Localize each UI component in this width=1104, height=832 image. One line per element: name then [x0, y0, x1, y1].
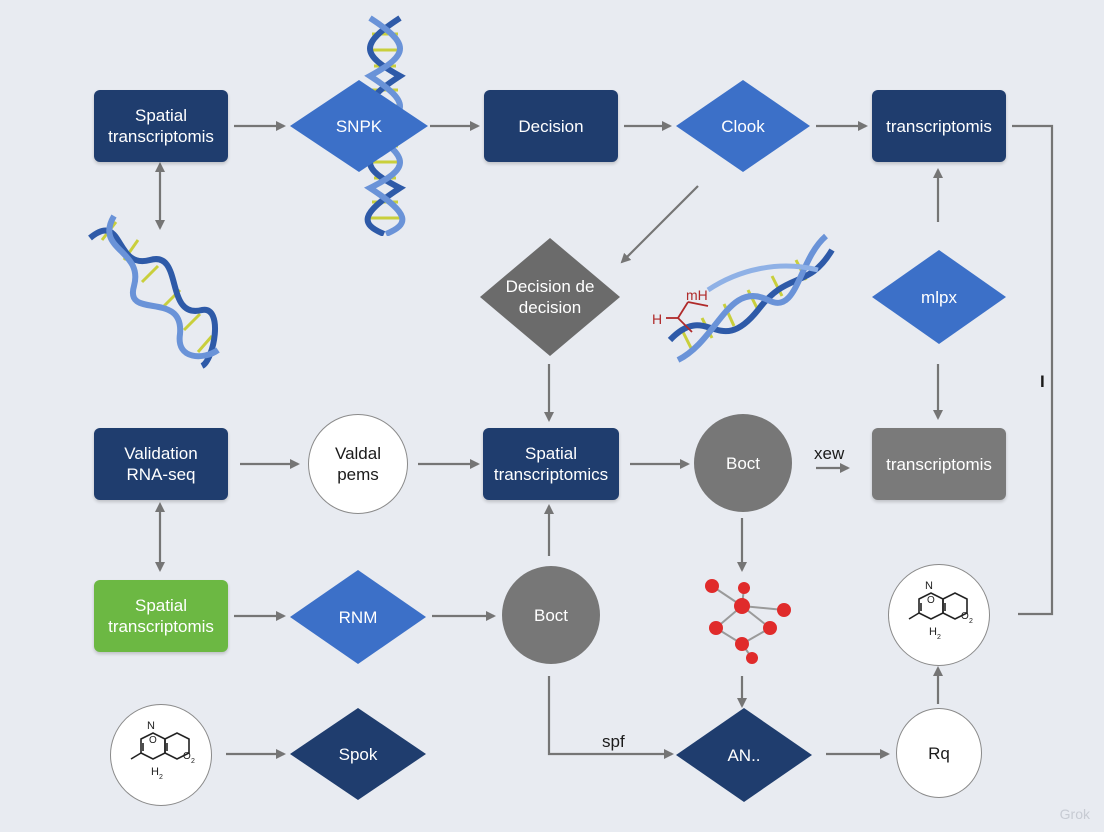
- node-label: Spatial transcriptomis: [108, 596, 214, 636]
- chemical-structure-node[interactable]: N O O 2 H 2: [110, 704, 212, 806]
- chemical-structure-icon: N O O 2 H 2: [908, 580, 973, 641]
- edge-n5-loop: [1012, 124, 1054, 616]
- chem-sub-label: 2: [969, 618, 973, 625]
- edge-label-spf: spf: [602, 732, 625, 751]
- node-label: Clook: [721, 116, 765, 136]
- node-mlpx[interactable]: mlpx: [872, 250, 1006, 344]
- node-label: Spatial transcriptomis: [108, 106, 214, 146]
- chem-o-label: O: [149, 735, 157, 746]
- node-clook[interactable]: Clook: [676, 80, 810, 172]
- node-label: Rq: [928, 743, 950, 763]
- molecule-icon: [705, 579, 791, 664]
- chem-o2-label: O: [183, 751, 191, 762]
- node-label: Validation RNA-seq: [124, 444, 198, 484]
- chem-mh-label: mH: [686, 287, 708, 303]
- watermark: Grok: [1059, 806, 1090, 822]
- edge-n4-n6: [620, 185, 699, 264]
- node-transcriptomis-top[interactable]: transcriptomis: [872, 90, 1006, 162]
- dna-helix-icon: [88, 214, 220, 369]
- edge-n15-n17: [547, 676, 674, 759]
- node-rnm[interactable]: RNM: [290, 570, 426, 664]
- node-spatial-transcriptomis-1[interactable]: Spatial transcriptomis: [94, 90, 228, 162]
- chem-o-label: O: [927, 595, 935, 606]
- chem-sub-label: 2: [191, 758, 195, 765]
- node-transcriptomis-gray[interactable]: transcriptomis: [872, 428, 1006, 500]
- chemical-structure-icon: N O O 2 H 2: [130, 720, 195, 781]
- chem-h-label: H: [929, 626, 937, 638]
- node-label: RNM: [338, 607, 378, 627]
- node-label: mlpx: [921, 287, 957, 307]
- node-spatial-transcriptomics[interactable]: Spatial transcriptomics: [483, 428, 619, 500]
- node-boct-1[interactable]: Boct: [694, 414, 792, 512]
- edge-label-bar: I: [1040, 372, 1045, 391]
- node-spatial-transcriptomis-green[interactable]: Spatial transcriptomis: [94, 580, 228, 652]
- node-label: AN..: [727, 745, 761, 765]
- node-spok[interactable]: Spok: [290, 708, 426, 800]
- chem-n-label: N: [147, 720, 155, 732]
- chem-h-label: H: [652, 311, 662, 327]
- node-snpk[interactable]: SNPK: [290, 80, 428, 172]
- chem-h-label: H: [151, 766, 159, 778]
- chem-sub-label: 2: [937, 634, 941, 641]
- node-label: Valdal pems: [335, 444, 381, 484]
- chem-n-label: N: [925, 580, 933, 592]
- edge-label-xew: xew: [814, 444, 845, 463]
- dna-molecule-icon: mH H: [652, 233, 835, 363]
- node-label: transcriptomis: [886, 116, 992, 136]
- node-decision-de-decision[interactable]: Decision de decision: [480, 238, 620, 356]
- node-boct-2[interactable]: Boct: [502, 566, 600, 664]
- chemical-structure-node[interactable]: N O O 2 H 2: [888, 564, 990, 666]
- node-label: Spatial transcriptomics: [493, 444, 609, 484]
- node-label: Spok: [338, 744, 378, 764]
- node-valdal-pems[interactable]: Valdal pems: [308, 414, 408, 514]
- chem-sub-label: 2: [159, 774, 163, 781]
- node-label: Boct: [725, 453, 761, 473]
- node-an[interactable]: AN..: [676, 708, 812, 802]
- node-rq[interactable]: Rq: [896, 708, 982, 798]
- node-validation-rna-seq[interactable]: Validation RNA-seq: [94, 428, 228, 500]
- node-label: Decision: [518, 116, 584, 136]
- node-label: transcriptomis: [886, 454, 992, 474]
- chem-o2-label: O: [961, 611, 969, 622]
- node-decision[interactable]: Decision: [484, 90, 618, 162]
- node-label: Decision de decision: [505, 277, 595, 317]
- node-label: Boct: [533, 605, 569, 625]
- node-label: SNPK: [335, 116, 383, 136]
